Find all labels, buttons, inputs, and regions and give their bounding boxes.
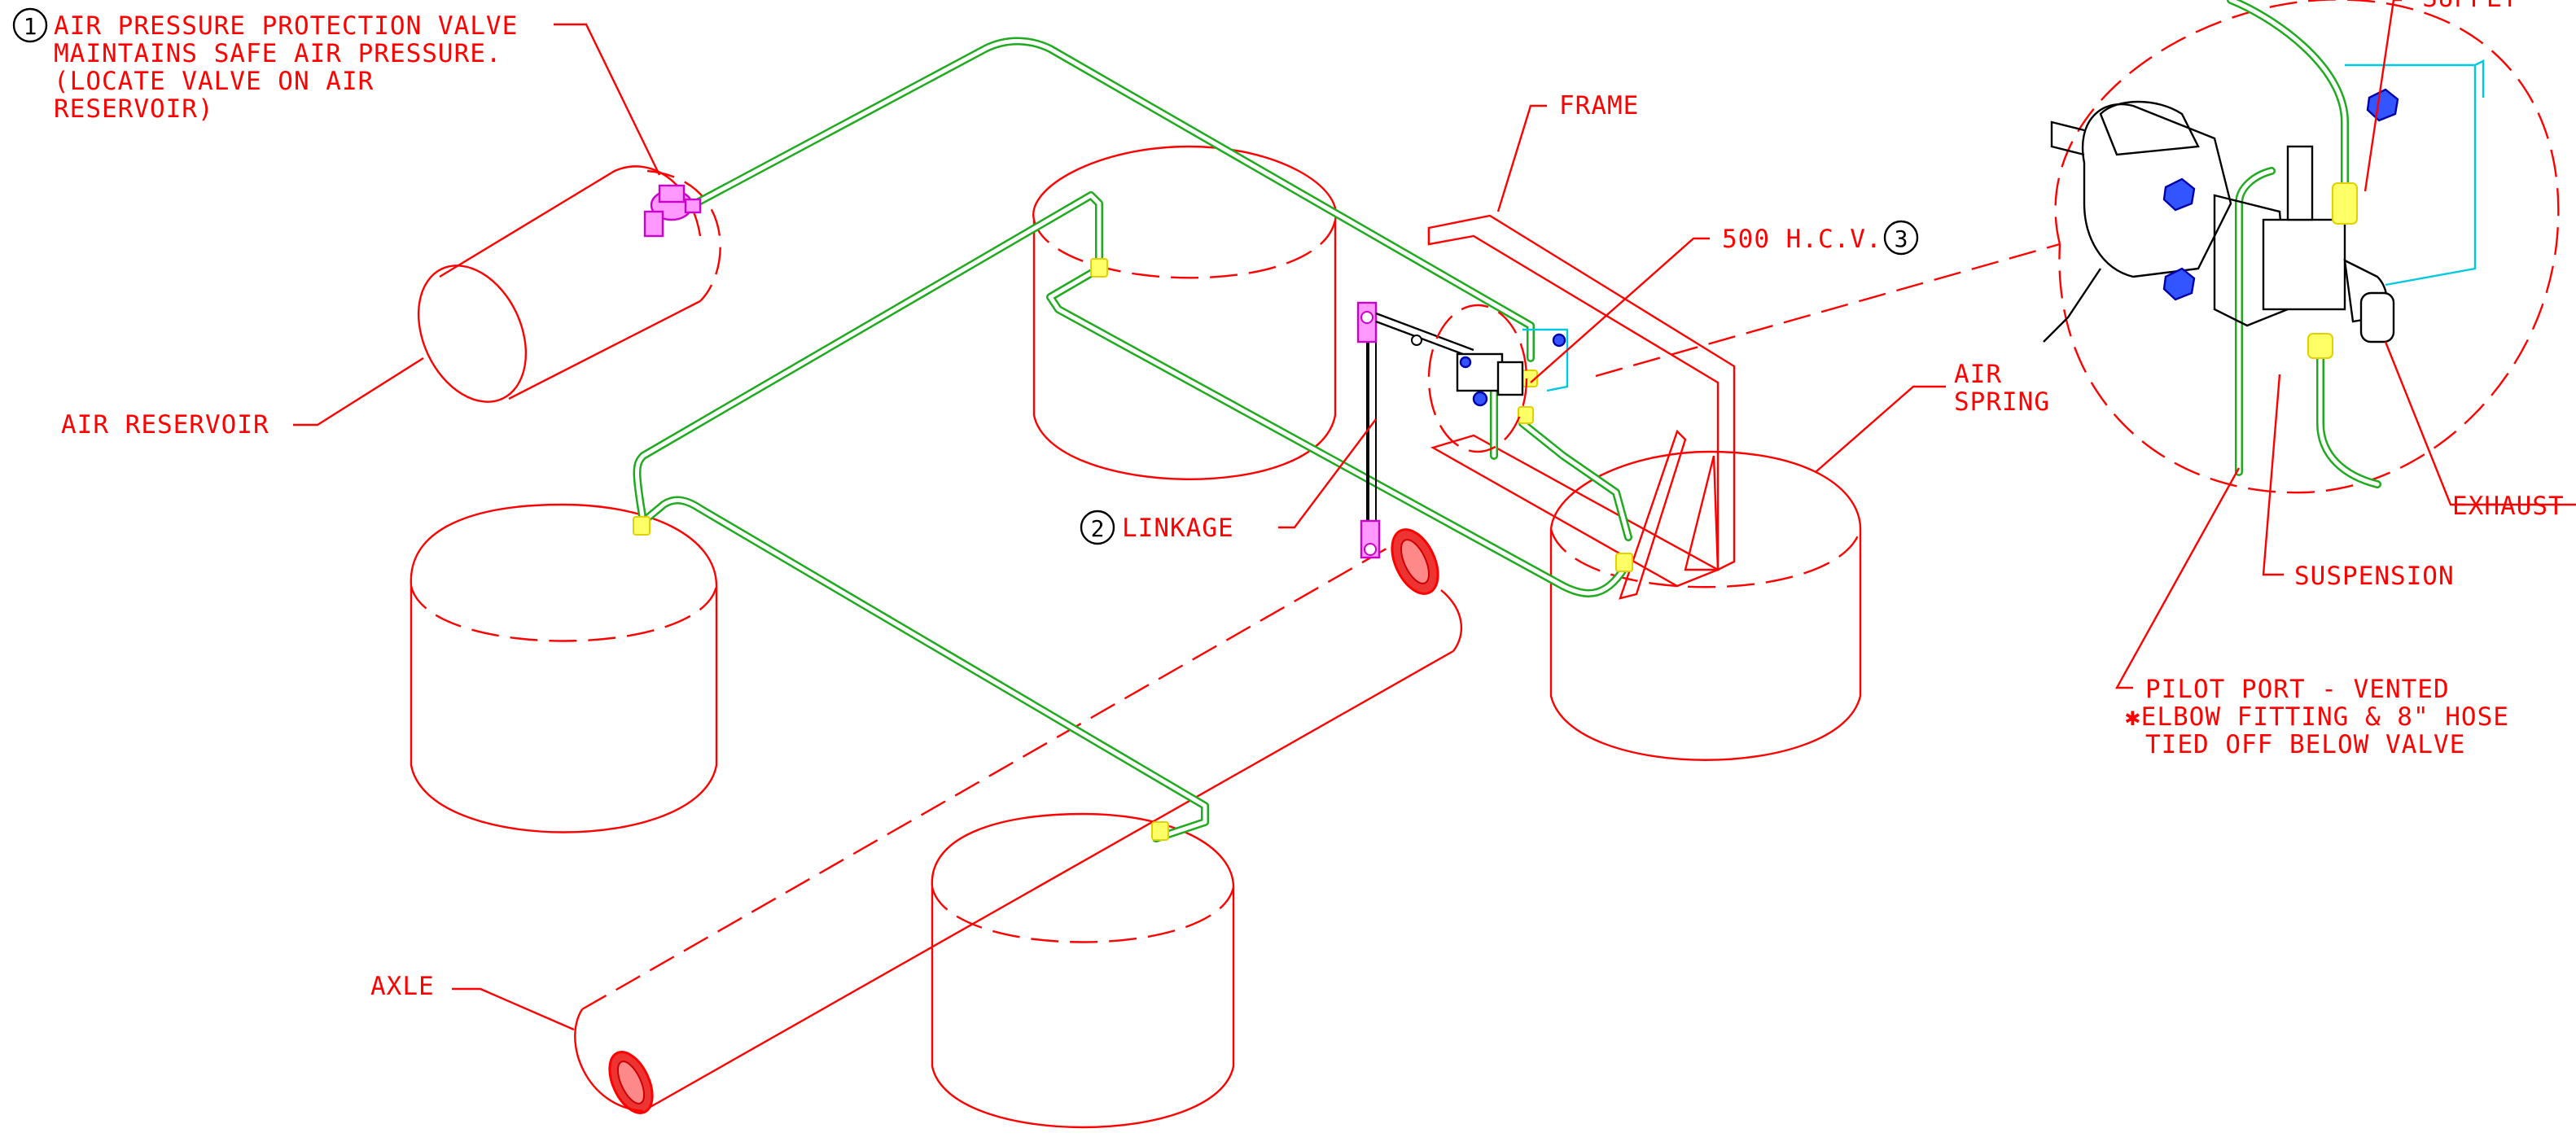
label-suspension: SUSPENSION bbox=[2294, 562, 2455, 591]
label-air-reservoir: AIR RESERVOIR bbox=[61, 410, 269, 440]
leader-lines bbox=[293, 0, 2576, 1031]
callout-line: MAINTAINS SAFE AIR PRESSURE. bbox=[54, 39, 502, 68]
air-pressure-protection-valve bbox=[643, 184, 702, 238]
label-exhaust: EXHAUST bbox=[2452, 492, 2565, 521]
air-reservoir bbox=[417, 165, 721, 403]
callout-air-pressure-protection-valve: 1 AIR PRESSURE PROTECTION VALVE MAINTAIN… bbox=[12, 7, 518, 124]
callout-number: 1 bbox=[24, 13, 37, 40]
callout-pilot-port: PILOT PORT - VENTED ✱ELBOW FITTING & 8" … bbox=[2125, 675, 2509, 759]
label-frame: FRAME bbox=[1559, 91, 1639, 120]
valve-detail-view bbox=[1595, 0, 2560, 494]
fitting bbox=[1090, 258, 1108, 278]
label-axle: AXLE bbox=[370, 972, 435, 1001]
label-air-spring-line2: SPRING bbox=[1954, 387, 2050, 417]
air-spring-left bbox=[410, 503, 718, 833]
label-air-spring-line1: AIR bbox=[1954, 360, 2002, 389]
callout-line: TIED OFF BELOW VALVE bbox=[2145, 730, 2465, 759]
callout-number-badge bbox=[12, 7, 48, 43]
label-supply: SUPPLY bbox=[2422, 0, 2518, 13]
frame bbox=[1427, 214, 1736, 600]
air-lines bbox=[633, 37, 1632, 842]
callout-hcv: 500 H.C.V. 3 bbox=[1722, 220, 1919, 256]
height-control-valve bbox=[1427, 304, 1569, 453]
callout-linkage: 2 LINKAGE bbox=[1080, 510, 1234, 545]
callout-number-badge bbox=[1883, 220, 1919, 256]
air-spring-top bbox=[1032, 145, 1338, 480]
fitting bbox=[1518, 406, 1534, 424]
linkage bbox=[1356, 301, 1474, 559]
air-spring-bottom bbox=[931, 812, 1235, 1129]
fittings bbox=[633, 258, 1633, 841]
air-spring-right bbox=[1549, 450, 1862, 761]
callout-number-badge bbox=[1080, 510, 1115, 545]
label-hcv: 500 H.C.V. bbox=[1722, 225, 1882, 254]
callout-line: ✱ELBOW FITTING & 8" HOSE bbox=[2125, 702, 2509, 732]
fitting bbox=[1615, 553, 1633, 572]
label-linkage: LINKAGE bbox=[1122, 514, 1234, 543]
callout-line: AIR PRESSURE PROTECTION VALVE bbox=[54, 11, 518, 41]
callout-line: PILOT PORT - VENTED bbox=[2145, 675, 2450, 704]
callout-number: 3 bbox=[1895, 225, 1908, 252]
callout-line: (LOCATE VALVE ON AIR bbox=[54, 67, 374, 96]
callout-line: RESERVOIR) bbox=[54, 94, 214, 124]
callout-number: 2 bbox=[1091, 515, 1105, 542]
fitting bbox=[1151, 821, 1169, 841]
fitting bbox=[633, 516, 651, 536]
axle bbox=[574, 528, 1463, 1114]
